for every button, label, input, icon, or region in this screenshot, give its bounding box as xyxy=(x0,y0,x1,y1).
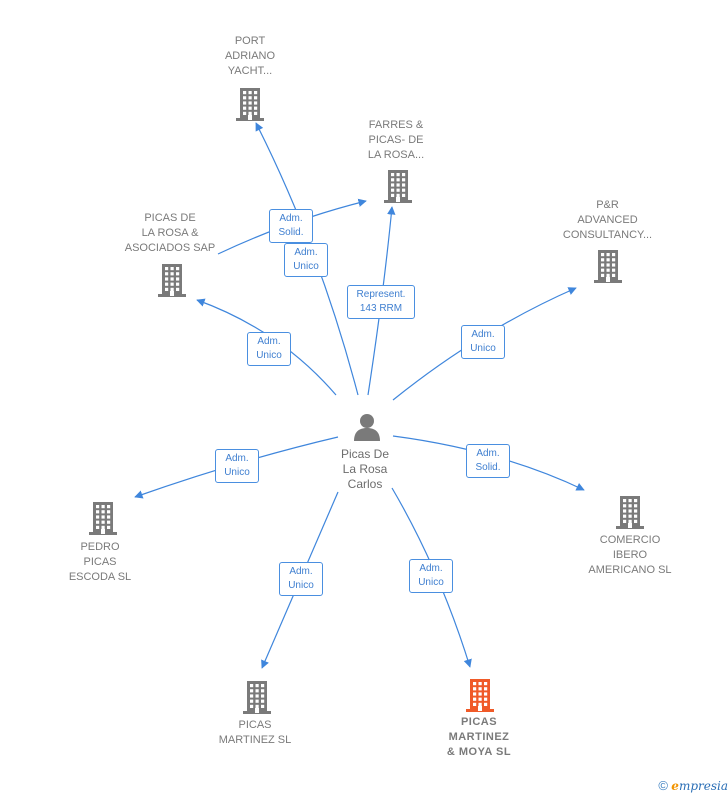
building-icon[interactable] xyxy=(87,500,119,541)
building-icon[interactable] xyxy=(382,168,414,209)
relation-label-rel-picas-martinez-moya[interactable]: Adm. Unico xyxy=(409,559,453,593)
relation-label-line: Adm. xyxy=(257,336,281,347)
brand-e: e xyxy=(671,779,679,793)
relation-label-rel-comercio-ibero[interactable]: Adm. Solid. xyxy=(466,444,510,478)
relation-label-line: Unico xyxy=(418,577,444,588)
person-icon[interactable] xyxy=(352,412,382,442)
relation-label-line: Adm. xyxy=(476,448,500,459)
relation-label-line: Adm. xyxy=(471,329,495,340)
company-label-line: P&R xyxy=(596,199,619,211)
company-label-farres-picas[interactable]: FARRES & PICAS- DE LA ROSA... xyxy=(346,118,446,163)
company-label-line: ESCODA SL xyxy=(68,571,132,583)
company-label-pr-advanced[interactable]: P&R ADVANCED CONSULTANCY... xyxy=(550,198,665,243)
company-label-line: LA ROSA & xyxy=(141,227,199,239)
company-label-line: YACHT... xyxy=(227,65,273,77)
relation-label-rel-port-adriano[interactable]: Adm. Unico xyxy=(284,243,328,277)
company-label-line: COMERCIO xyxy=(599,534,661,546)
person-name-line: La Rosa xyxy=(342,462,388,476)
building-icon[interactable] xyxy=(464,677,496,718)
relation-label-line: Unico xyxy=(288,580,314,591)
company-label-picas-martinez[interactable]: PICAS MARTINEZ SL xyxy=(205,718,305,748)
relation-label-line: Represent. xyxy=(356,289,406,300)
relation-label-line: 143 RRM xyxy=(359,303,403,314)
company-label-line: MARTINEZ xyxy=(448,731,510,743)
company-label-picas-martinez-moya[interactable]: PICAS MARTINEZ & MOYA SL xyxy=(424,715,534,760)
company-label-line: MARTINEZ SL xyxy=(218,734,292,746)
relation-label-line: Unico xyxy=(256,350,282,361)
company-label-picas-asociados[interactable]: PICAS DE LA ROSA & ASOCIADOS SAP xyxy=(110,211,230,256)
relation-label-line: Unico xyxy=(293,261,319,272)
building-icon[interactable] xyxy=(592,248,624,289)
relation-label-rel-farres-solid[interactable]: Adm. Solid. xyxy=(269,209,313,243)
company-label-line: ADVANCED xyxy=(577,214,638,226)
relation-label-line: Solid. xyxy=(475,462,501,473)
relation-label-line: Adm. xyxy=(294,247,318,258)
company-label-line: PICAS DE xyxy=(144,212,196,224)
relation-label-rel-picas-asociados[interactable]: Adm. Unico xyxy=(247,332,291,366)
brand-name: mpresia xyxy=(678,779,728,793)
company-label-pedro-picas[interactable]: PEDRO PICAS ESCODA SL xyxy=(55,540,145,585)
building-icon[interactable] xyxy=(241,679,273,720)
company-label-comercio-ibero[interactable]: COMERCIO IBERO AMERICANO SL xyxy=(575,533,685,578)
company-label-line: ASOCIADOS SAP xyxy=(124,242,216,254)
company-label-line: LA ROSA... xyxy=(367,149,425,161)
relation-label-rel-farres-picas[interactable]: Represent. 143 RRM xyxy=(347,285,415,319)
relation-label-line: Adm. xyxy=(225,453,249,464)
building-icon[interactable] xyxy=(614,494,646,535)
person-name[interactable]: Picas De La Rosa Carlos xyxy=(320,447,410,492)
company-label-line: IBERO xyxy=(612,549,648,561)
company-label-line: PICAS xyxy=(238,719,272,731)
company-label-line: PORT xyxy=(234,35,266,47)
company-label-line: PICAS- DE xyxy=(368,134,424,146)
relation-label-line: Solid. xyxy=(278,227,304,238)
footer-brand: © empresia xyxy=(658,778,728,793)
relation-label-line: Adm. xyxy=(419,563,443,574)
relation-label-line: Unico xyxy=(224,467,250,478)
relation-label-rel-pr-advanced[interactable]: Adm. Unico xyxy=(461,325,505,359)
company-label-port-adriano[interactable]: PORT ADRIANO YACHT... xyxy=(200,34,300,79)
relation-label-line: Adm. xyxy=(279,213,303,224)
relation-label-rel-picas-martinez[interactable]: Adm. Unico xyxy=(279,562,323,596)
company-label-line: & MOYA SL xyxy=(446,746,512,758)
company-label-line: AMERICANO SL xyxy=(588,564,672,576)
person-name-line: Carlos xyxy=(347,477,383,491)
building-icon[interactable] xyxy=(234,86,266,127)
company-label-line: FARRES & xyxy=(368,119,424,131)
company-label-line: PICAS xyxy=(460,716,498,728)
relation-label-line: Unico xyxy=(470,343,496,354)
company-label-line: PICAS xyxy=(83,556,117,568)
building-icon[interactable] xyxy=(156,262,188,303)
relation-label-line: Adm. xyxy=(289,566,313,577)
company-label-line: CONSULTANCY... xyxy=(562,229,653,241)
relation-label-rel-pedro-picas[interactable]: Adm. Unico xyxy=(215,449,259,483)
copyright-icon: © xyxy=(658,778,668,793)
company-label-line: ADRIANO xyxy=(224,50,276,62)
company-label-line: PEDRO xyxy=(80,541,120,553)
person-name-line: Picas De xyxy=(340,447,390,461)
